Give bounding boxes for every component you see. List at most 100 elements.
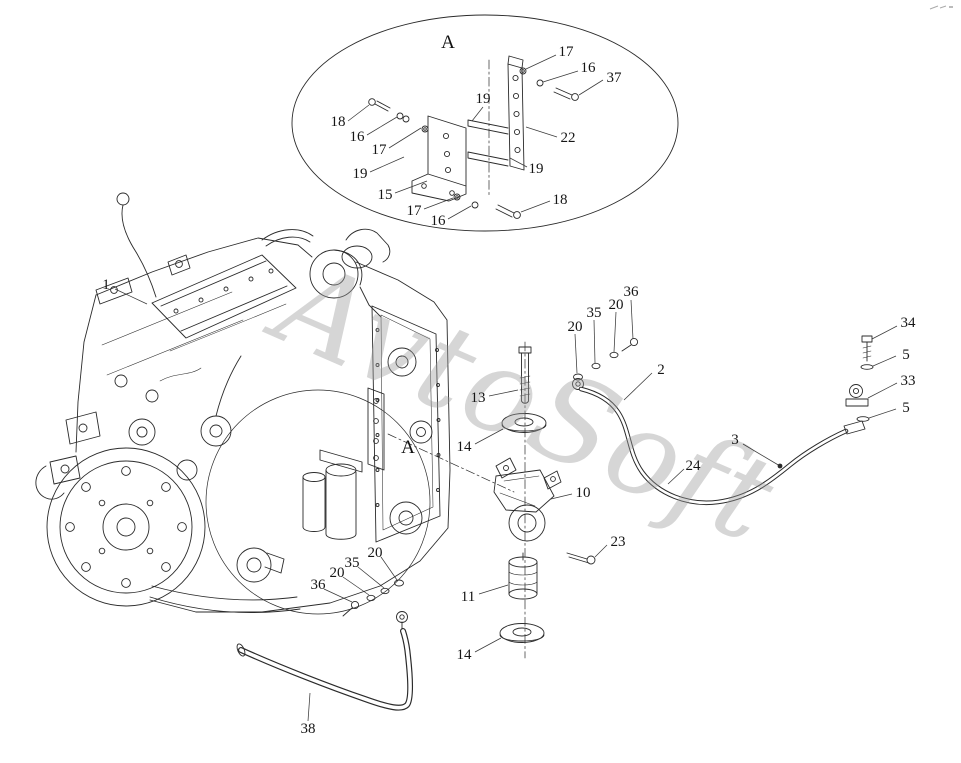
- leader-line: [525, 126, 558, 138]
- engine-illustration: [35, 192, 451, 615]
- leader-line: [380, 556, 398, 581]
- callout-15: 15: [378, 187, 393, 203]
- callout-19: 19: [529, 161, 544, 177]
- section-label-a: A: [401, 437, 415, 458]
- pad-14-upper: [501, 413, 547, 433]
- callout-17: 17: [372, 142, 388, 158]
- callout-14: 14: [457, 647, 473, 663]
- callout-16: 16: [350, 129, 366, 145]
- bracket-plate-22: [507, 55, 525, 171]
- callout-37: 37: [607, 70, 623, 86]
- leader-line: [871, 325, 898, 340]
- watermark-text: AvtoSoft: [251, 231, 795, 570]
- callout-19: 19: [476, 91, 491, 107]
- callout-18: 18: [553, 192, 568, 208]
- corner-mark: [929, 5, 953, 10]
- leader-line: [323, 588, 353, 603]
- leader-line: [509, 157, 528, 168]
- callout-18: 18: [331, 114, 346, 130]
- leader-line: [423, 197, 454, 210]
- leader-line: [868, 408, 897, 419]
- bracket-10: [493, 457, 562, 542]
- callout-17: 17: [559, 44, 575, 60]
- callout-35: 35: [345, 555, 360, 571]
- leader-line: [630, 299, 634, 340]
- callout-20: 20: [368, 545, 383, 561]
- leader-line: [394, 180, 428, 194]
- breather-hose-38: [236, 628, 414, 711]
- leader-dot: [777, 463, 783, 469]
- callout-5: 5: [902, 347, 910, 363]
- callout-2: 2: [657, 362, 665, 378]
- leader-line: [474, 637, 502, 653]
- leader-line: [623, 372, 653, 401]
- cable-end-fittings: [843, 335, 874, 435]
- leader-line: [366, 116, 398, 136]
- cable-24-inner: [579, 387, 848, 505]
- bracket-rods-19: [467, 119, 509, 167]
- hose-open-end: [236, 643, 246, 657]
- leader-line: [574, 333, 578, 374]
- leader-line: [369, 156, 405, 173]
- callout-36: 36: [311, 577, 327, 593]
- leader-line: [488, 389, 519, 397]
- bracket-15: [411, 115, 467, 202]
- leader-line: [388, 127, 422, 149]
- callout-17: 17: [407, 203, 423, 219]
- leader-line: [593, 319, 596, 364]
- detail-area-circle: [205, 389, 431, 615]
- callout-16: 16: [581, 60, 597, 76]
- callout-3: 3: [731, 432, 739, 448]
- leader-line: [471, 106, 484, 122]
- mount-parts: [342, 337, 639, 659]
- leader-line: [342, 576, 370, 596]
- callout-38: 38: [301, 721, 316, 737]
- leader-line: [520, 200, 551, 213]
- detail-ellipse: [291, 14, 679, 232]
- callout-35: 35: [587, 305, 602, 321]
- leader-line: [347, 104, 370, 122]
- leader-line: [542, 70, 579, 83]
- bracket-fasteners: [368, 67, 579, 219]
- callout-13: 13: [471, 390, 486, 406]
- leader-line: [613, 311, 617, 353]
- callout-22: 22: [561, 130, 576, 146]
- callout-36: 36: [624, 284, 640, 300]
- detail-view-a: [291, 14, 679, 232]
- callout-1: 1: [102, 277, 110, 293]
- callout-20: 20: [609, 297, 624, 313]
- leader-line: [447, 205, 472, 220]
- hose-outline: [238, 628, 414, 711]
- screw-23: [566, 552, 596, 565]
- assembly-axis: [387, 433, 515, 493]
- isolator-11: [508, 552, 538, 600]
- leader-line: [474, 428, 504, 445]
- callout-11: 11: [461, 589, 475, 605]
- leader-line: [357, 566, 385, 589]
- leader-line: [114, 288, 148, 305]
- watermark: AvtoSoft: [251, 231, 795, 570]
- leader-line: [872, 355, 897, 367]
- callout-33: 33: [901, 373, 916, 389]
- callout-20: 20: [330, 565, 345, 581]
- callout-16: 16: [431, 213, 447, 229]
- leader-line: [550, 493, 573, 500]
- pad-14-lower: [499, 623, 545, 643]
- leader-line: [867, 382, 898, 399]
- leader-line: [578, 79, 604, 96]
- callout-14: 14: [457, 439, 473, 455]
- leader-line: [594, 544, 608, 558]
- callout-10: 10: [576, 485, 591, 501]
- cable-assembly: [578, 335, 874, 506]
- bolt-13: [518, 346, 532, 404]
- callout-34: 34: [901, 315, 917, 331]
- callout-24: 24: [686, 458, 702, 474]
- callout-5: 5: [902, 400, 910, 416]
- callout-19: 19: [353, 166, 368, 182]
- callout-23: 23: [611, 534, 626, 550]
- callout-20: 20: [568, 319, 583, 335]
- leader-line: [307, 692, 311, 722]
